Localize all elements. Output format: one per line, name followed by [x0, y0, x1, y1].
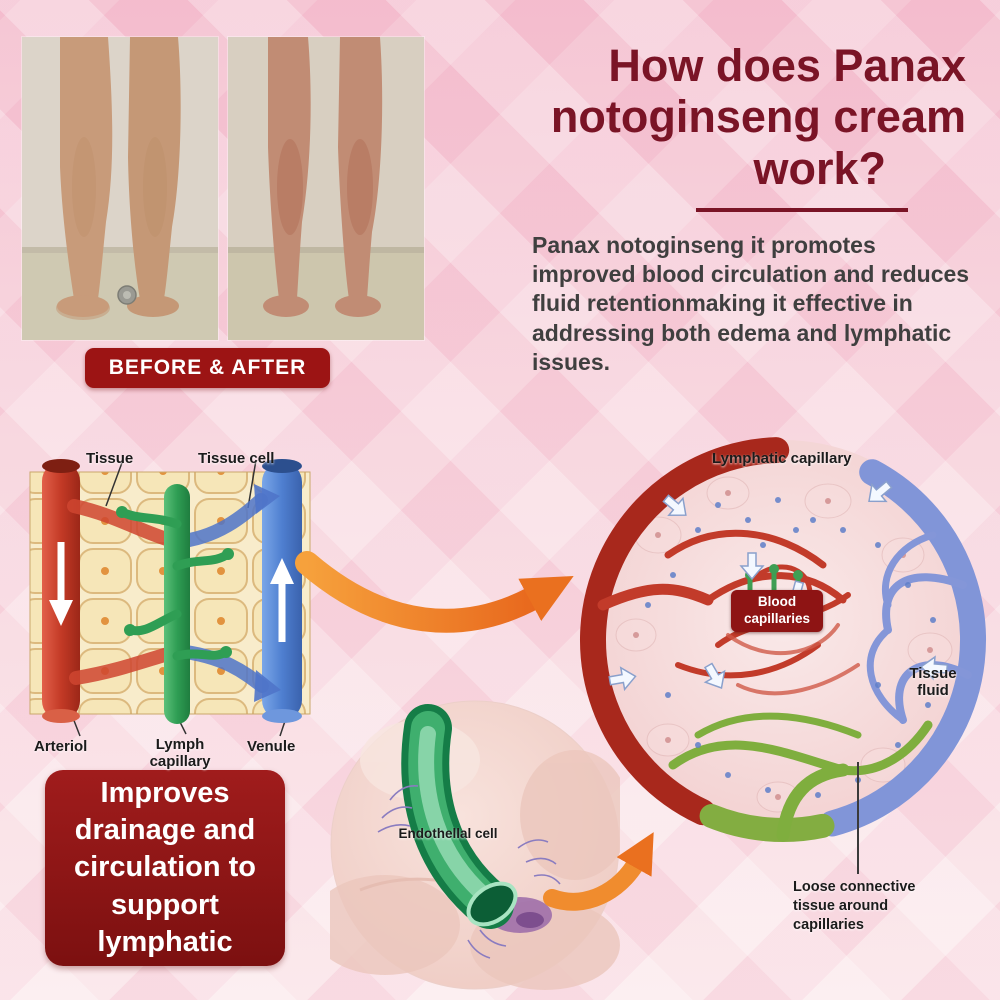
- blood-capillaries-badge: Blood capillaries: [731, 590, 823, 632]
- after-legs-illustration: [228, 37, 424, 340]
- tissue-fluid-label: Tissue fluid: [909, 665, 957, 699]
- before-photo: [22, 37, 218, 340]
- title-line-1: How does Panax: [608, 40, 966, 91]
- small-orange-arrow-icon: [543, 832, 654, 911]
- page-title: How does Panax notoginseng cream work?: [421, 40, 966, 212]
- endothelial-cell-label: Endothellal cell: [398, 826, 498, 841]
- capillary-circle-illustration: [580, 437, 986, 843]
- tissue-cell-label: Tissue cell: [198, 450, 275, 467]
- loose-connective-leader-line: [857, 762, 859, 874]
- before-legs-illustration: [22, 37, 218, 340]
- loose-connective-label: Loose connective tissue around capillari…: [793, 879, 916, 933]
- before-after-badge: BEFORE & AFTER: [85, 348, 330, 388]
- title-line-2: notoginseng cream: [550, 91, 966, 143]
- benefit-box: Improves drainage and circulation to sup…: [45, 770, 285, 966]
- arteriol-label: Arteriol: [34, 738, 88, 755]
- tissue-label: Tissue: [86, 450, 134, 467]
- venule-label: Venule: [247, 738, 296, 755]
- big-orange-arrow-icon: [295, 551, 574, 633]
- title-underline: [696, 207, 908, 212]
- tissue-diagram-illustration: [29, 459, 311, 737]
- after-photo: [228, 37, 424, 340]
- lymphatic-capillary-label: Lymphatic capillary: [712, 450, 852, 467]
- title-line-3: work?: [753, 142, 886, 194]
- lymph-capillary-label: Lymph capillary: [149, 736, 211, 770]
- before-after-badge-label: BEFORE & AFTER: [108, 356, 307, 379]
- intro-paragraph: Panax notoginseng it promotes improved b…: [532, 232, 970, 375]
- endothelial-circle-illustration: [330, 700, 620, 990]
- benefit-text: Improves drainage and circulation to sup…: [73, 777, 257, 958]
